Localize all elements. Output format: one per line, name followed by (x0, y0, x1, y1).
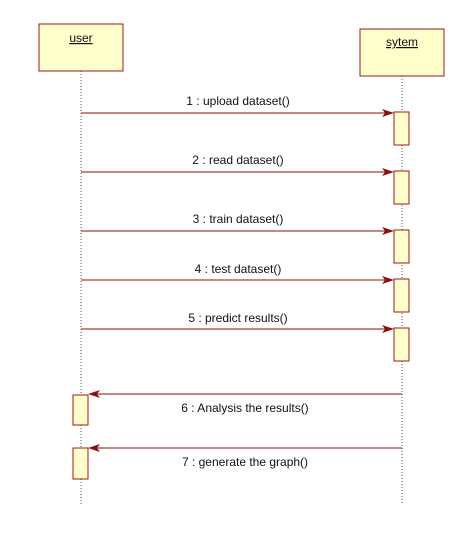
message-2-label: 2 : read dataset() (192, 153, 283, 167)
message-5-arrowhead-icon (382, 325, 394, 333)
message-5-label: 5 : predict results() (188, 311, 287, 325)
message-1-arrowhead-icon (382, 109, 394, 117)
message-1: 1 : upload dataset() (81, 94, 394, 117)
system-participant-box[interactable] (359, 28, 445, 77)
message-4: 4 : test dataset() (81, 262, 394, 284)
message-1-label: 1 : upload dataset() (186, 94, 289, 108)
system-activation-2 (393, 170, 410, 205)
user-participant-box[interactable] (38, 23, 124, 72)
system-activation-3 (393, 229, 410, 264)
message-6-arrowhead-icon (88, 390, 100, 398)
user-participant-name: user (69, 31, 92, 45)
message-2: 2 : read dataset() (81, 153, 394, 176)
message-3: 3 : train dataset() (81, 212, 394, 235)
message-2-arrowhead-icon (382, 168, 394, 176)
user-activation-7 (72, 447, 89, 480)
lifeline-system: sytem (359, 28, 445, 505)
message-4-label: 4 : test dataset() (195, 262, 282, 276)
user-activation-6 (72, 394, 89, 426)
system-participant-name: sytem (386, 35, 418, 49)
message-6-label: 6 : Analysis the results() (181, 401, 308, 415)
system-activation-4 (393, 278, 410, 313)
system-activation-1 (393, 111, 410, 146)
lifeline-user: user (38, 23, 124, 505)
message-3-label: 3 : train dataset() (193, 212, 284, 226)
system-activation-5 (393, 327, 410, 362)
message-7-arrowhead-icon (88, 444, 100, 452)
message-3-arrowhead-icon (382, 227, 394, 235)
message-7: 7 : generate the graph() (88, 444, 402, 469)
message-5: 5 : predict results() (81, 311, 394, 333)
message-4-arrowhead-icon (382, 276, 394, 284)
message-6: 6 : Analysis the results() (88, 390, 402, 415)
message-7-label: 7 : generate the graph() (182, 455, 308, 469)
